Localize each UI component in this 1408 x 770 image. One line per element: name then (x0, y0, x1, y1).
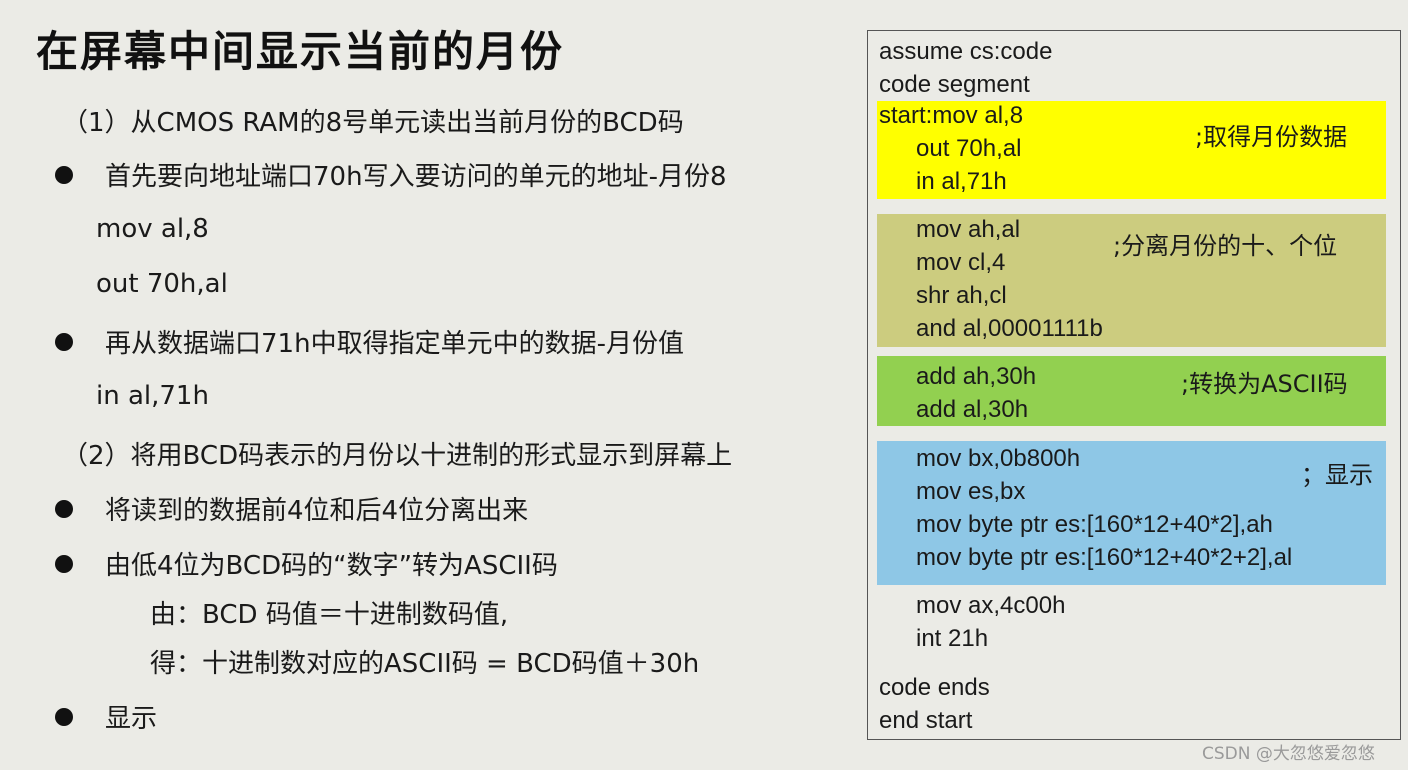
bullet-item-4: 由低4位为BCD码的“数字”转为ASCII码 (55, 545, 558, 582)
code-line: out 70h,al (916, 135, 1022, 162)
bullet-item-5: 显示 (55, 698, 157, 735)
code-line: in al,71h (916, 168, 1007, 195)
code-line: int 21h (916, 625, 989, 652)
code-block-to-ascii: add ah,30h add al,30h ;转换为ASCII码 (877, 356, 1386, 426)
bullet-text: 首先要向地址端口70h写入要访问的单元的地址-月份8 (105, 162, 727, 192)
code-line: mov ax,4c00h (916, 592, 1066, 619)
bullet-text: 再从数据端口71h中取得指定单元中的数据-月份值 (105, 329, 684, 359)
code-comment: ；显示 (1301, 461, 1373, 489)
code-line: code ends (879, 674, 990, 701)
code-block-split-digits: mov ah,al mov cl,4 shr ah,cl and al,0000… (877, 214, 1386, 347)
code-snippet-line: mov al,8 (96, 214, 209, 244)
code-line: add al,30h (916, 396, 1029, 423)
bullet-text: 将读到的数据前4位和后4位分离出来 (105, 496, 529, 526)
bullet-dot-icon (55, 165, 73, 184)
code-line: end start (879, 707, 973, 734)
code-panel: assume cs:code code segment start:mov al… (867, 30, 1401, 740)
code-block-read-month: start:mov al,8 out 70h,al in al,71h ;取得月… (877, 101, 1386, 199)
code-line: code segment (879, 71, 1030, 98)
code-snippet-line: out 70h,al (96, 269, 228, 299)
code-line: mov ah,al (916, 216, 1021, 243)
bullet-dot-icon (55, 707, 73, 726)
code-line: and al,00001111b (916, 315, 1103, 342)
code-line: start:mov al,8 (879, 102, 1024, 129)
section-1-heading: （1）从CMOS RAM的8号单元读出当前月份的BCD码 (62, 108, 684, 138)
bullet-item-1: 首先要向地址端口70h写入要访问的单元的地址-月份8 (55, 156, 727, 193)
bullet-text: 显示 (105, 704, 158, 734)
bullet-dot-icon (55, 499, 73, 518)
code-line: shr ah,cl (916, 282, 1007, 309)
bullet-text: 由低4位为BCD码的“数字”转为ASCII码 (105, 551, 558, 581)
code-comment: ;转换为ASCII码 (1181, 370, 1348, 398)
code-comment: ;分离月份的十、个位 (1113, 232, 1338, 260)
bullet-item-2: 再从数据端口71h中取得指定单元中的数据-月份值 (55, 323, 684, 360)
sub-line-2: 得：十进制数对应的ASCII码 = BCD码值＋30h (150, 649, 700, 679)
code-line: add ah,30h (916, 363, 1037, 390)
code-line: mov byte ptr es:[160*12+40*2],ah (916, 511, 1273, 538)
code-block-display: mov bx,0b800h mov es,bx mov byte ptr es:… (877, 441, 1386, 585)
code-line: mov es,bx (916, 478, 1026, 505)
bullet-dot-icon (55, 332, 73, 351)
page-title: 在屏幕中间显示当前的月份 (36, 27, 565, 76)
code-line: mov cl,4 (916, 249, 1006, 276)
code-line: mov byte ptr es:[160*12+40*2+2],al (916, 544, 1293, 571)
bullet-dot-icon (55, 554, 73, 573)
section-2-heading: （2）将用BCD码表示的月份以十进制的形式显示到屏幕上 (62, 441, 733, 471)
csdn-watermark: CSDN @大忽悠爱忽悠 (1202, 744, 1375, 764)
sub-line-1: 由：BCD 码值＝十进制数码值, (150, 600, 509, 630)
code-comment: ;取得月份数据 (1195, 123, 1348, 151)
code-snippet-line: in al,71h (96, 381, 209, 411)
bullet-item-3: 将读到的数据前4位和后4位分离出来 (55, 490, 528, 527)
code-line: assume cs:code (879, 38, 1053, 65)
code-line: mov bx,0b800h (916, 445, 1081, 472)
